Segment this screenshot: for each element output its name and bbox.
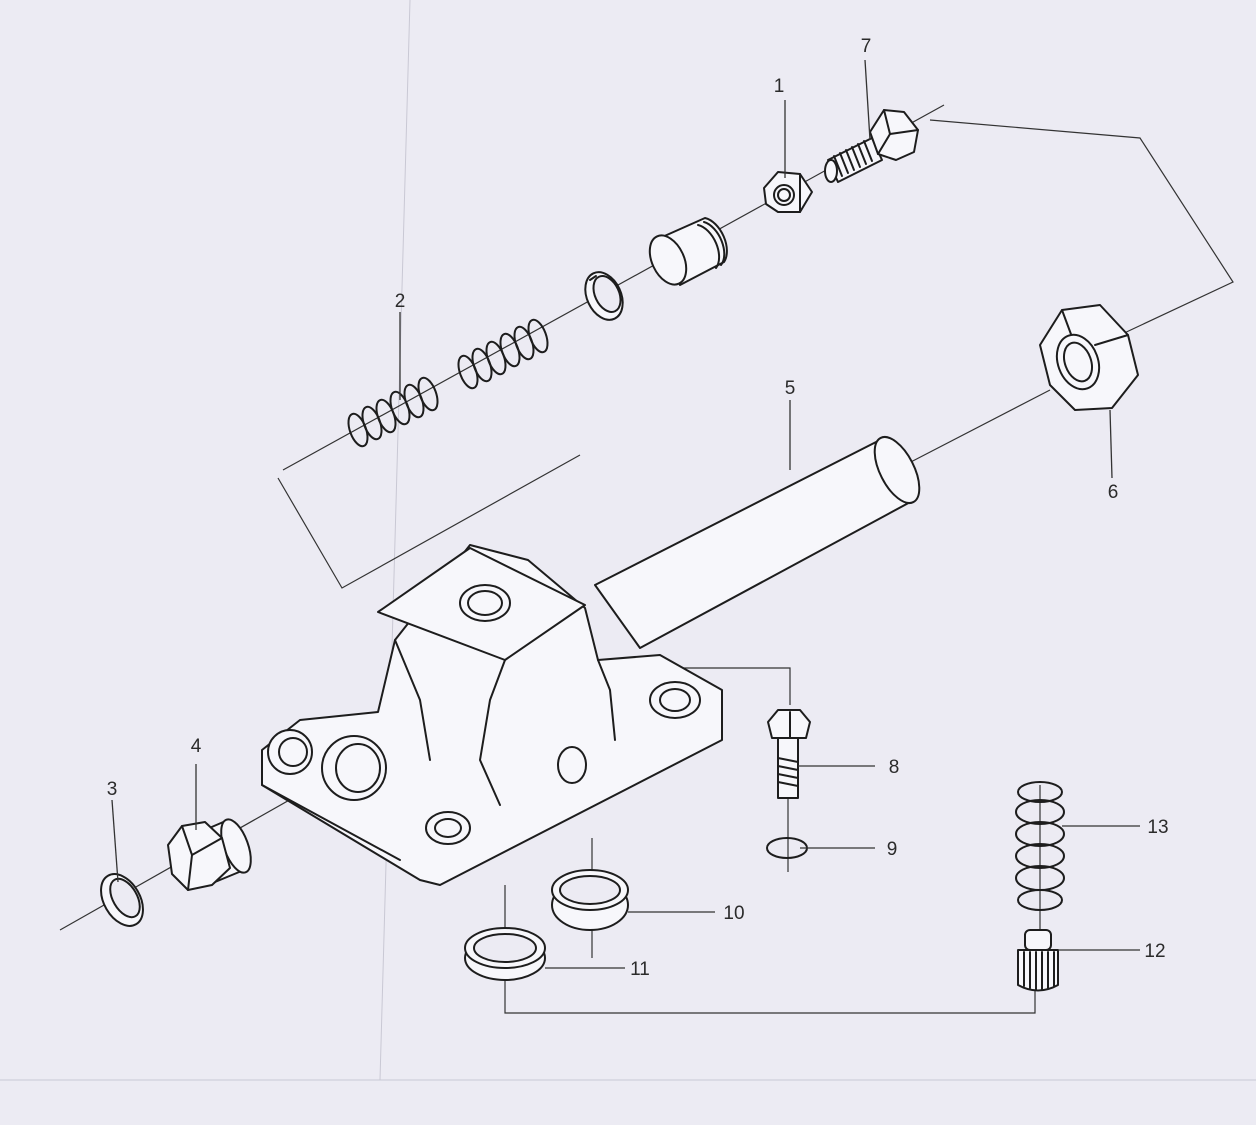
callout-12: 12 (1144, 941, 1165, 962)
callout-10: 10 (723, 903, 744, 924)
callout-7: 7 (861, 36, 872, 57)
callout-3: 3 (107, 779, 118, 800)
valve-body-5 (261, 436, 921, 886)
spring-left-coils (347, 376, 439, 448)
axis-5-6 (904, 389, 1051, 466)
hex-plug-4 (167, 818, 252, 891)
boundary-line (277, 454, 581, 589)
piston (648, 217, 728, 286)
callout-1: 1 (774, 76, 785, 97)
callout-6: 6 (1108, 482, 1119, 503)
callout-2: 2 (395, 291, 406, 312)
washer-ring (584, 271, 624, 321)
callout-11: 11 (630, 959, 650, 980)
callout-4: 4 (191, 736, 202, 757)
boundary-line-right (929, 119, 1234, 336)
hex-nut-1 (763, 171, 813, 213)
callout-8: 8 (889, 757, 900, 778)
leader-lines (111, 59, 1140, 969)
coil-spring-13 (1015, 781, 1065, 911)
spring-2 (347, 318, 549, 448)
large-hex-nut-6 (1039, 304, 1139, 411)
seal-ring-3 (100, 873, 144, 927)
ring-10 (551, 869, 629, 931)
callout-5: 5 (785, 378, 796, 399)
scan-artifacts (0, 0, 1256, 1081)
callout-13: 13 (1147, 817, 1168, 838)
callout-labels: 1 2 3 4 5 6 7 8 9 10 11 12 13 (107, 36, 1169, 980)
spring-right-coils (457, 318, 549, 390)
bolt-8 (767, 709, 811, 799)
hex-bolt-7 (824, 109, 919, 183)
callout-9: 9 (887, 839, 898, 860)
knurled-pin-12 (1017, 929, 1059, 992)
ring-11 (464, 927, 546, 981)
